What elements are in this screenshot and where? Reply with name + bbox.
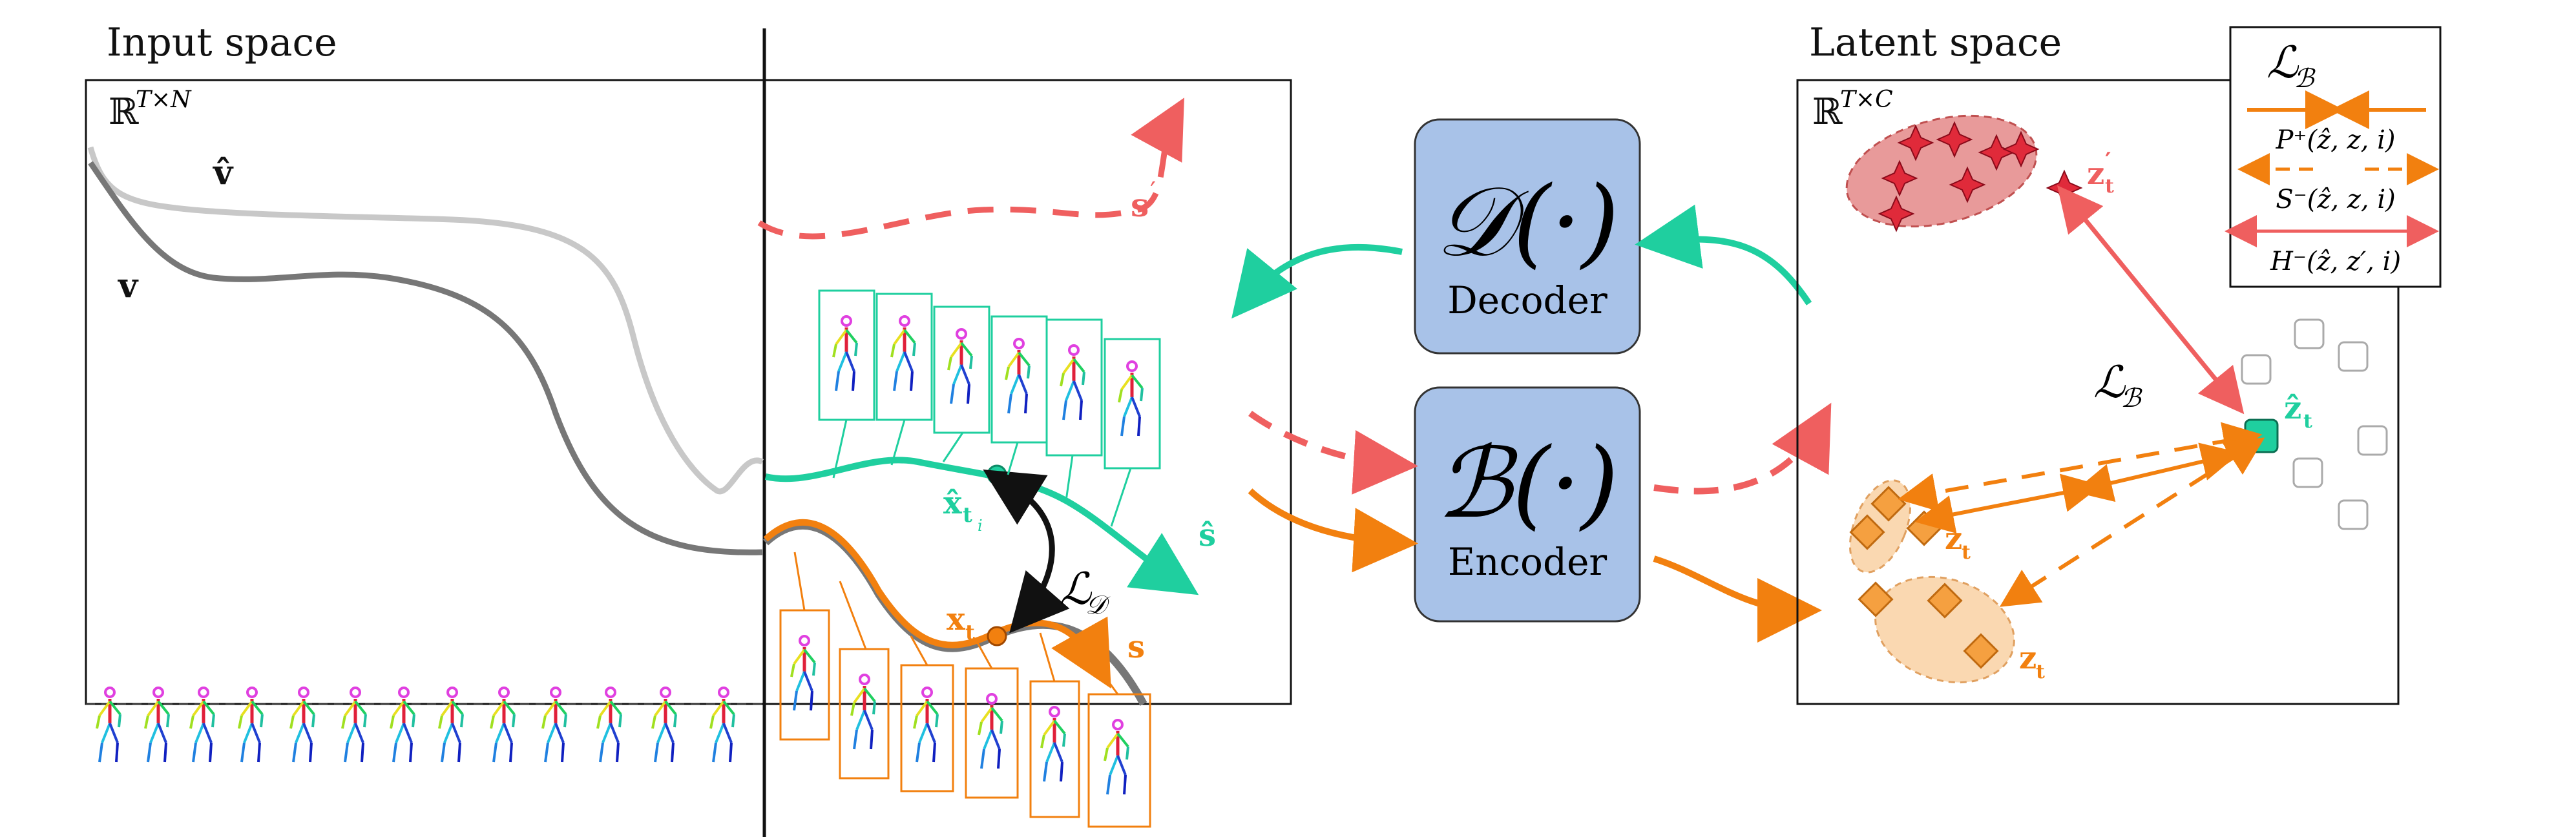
label-z-hat: ẑ t (2284, 390, 2312, 433)
svg-text:s: s (1131, 186, 1149, 224)
svg-text:t: t (1962, 541, 1971, 564)
svg-text:t: t (2036, 661, 2045, 683)
svg-text:i: i (978, 517, 983, 535)
arrow-decoder-to-input (1231, 243, 1403, 319)
label-s: s (1127, 629, 1145, 665)
svg-text:ℒ: ℒ (1060, 564, 1093, 615)
label-x-t: x t (947, 601, 975, 645)
label-v-hat: v̂ (213, 153, 234, 192)
pose-frames-decoded (818, 289, 1161, 527)
svg-text:𝒟: 𝒟 (1085, 590, 1111, 620)
pose-sequence-input (97, 688, 734, 762)
legend-title: ℒ ℬ (2267, 37, 2316, 94)
label-z-prime: z ′ t (2087, 148, 2114, 198)
svg-text:x: x (947, 601, 965, 637)
arrow-s-prime-to-encoder (1248, 410, 1418, 495)
latent-space-title: Latent space (1809, 20, 2062, 65)
svg-text:z: z (1945, 521, 1962, 557)
svg-text:ℝ: ℝ (109, 91, 140, 133)
svg-text:ℬ: ℬ (2120, 384, 2142, 413)
legend-row-push-dashed: S⁻(ẑ, z, i) (2237, 153, 2439, 214)
point-z-hat (2244, 418, 2279, 453)
svg-text:ℬ: ℬ (2294, 64, 2316, 94)
label-s-prime: s ′ (1131, 177, 1156, 224)
svg-text:t: t (2105, 175, 2114, 198)
svg-text:T×N: T×N (136, 87, 192, 113)
arrow-latent-to-decoder (1635, 204, 1812, 305)
encoder-symbol: ℬ(·) (1436, 428, 1619, 540)
legend-label-push-light: H⁻(ẑ, z′, i) (2270, 247, 2401, 276)
label-loss-d: ℒ 𝒟 (1060, 564, 1111, 620)
svg-text:z: z (2087, 156, 2104, 192)
svg-text:′: ′ (2105, 148, 2111, 175)
curve-s-prime (757, 98, 1184, 240)
svg-text:ẑ: ẑ (2284, 390, 2301, 426)
svg-text:t: t (965, 620, 975, 645)
arrow-s-to-encoder (1248, 488, 1418, 573)
svg-text:z: z (2019, 640, 2037, 676)
curve-s-hat (764, 457, 1199, 595)
label-z-t-j: z t (2019, 640, 2045, 683)
point-x-hat-t (987, 464, 1007, 485)
curve-v (88, 161, 763, 555)
input-domain-label: ℝ T×N (109, 87, 192, 133)
legend-label-pull: P⁺(ẑ, z, i) (2275, 125, 2395, 155)
pose-frames-encoded (779, 552, 1151, 828)
svg-text:′: ′ (1150, 177, 1156, 207)
svg-text:ℒ: ℒ (2093, 357, 2126, 408)
svg-text:ℝ: ℝ (1812, 91, 1843, 133)
pose-sequence-encoded (791, 636, 1128, 794)
svg-text:x̂: x̂ (943, 485, 962, 521)
decoder-label: Decoder (1447, 278, 1607, 322)
svg-text:ℒ: ℒ (2267, 37, 2299, 88)
arrow-encoder-to-latent (1653, 555, 1822, 643)
encoder-label: Encoder (1448, 540, 1607, 584)
latent-space-box (1796, 79, 2400, 705)
legend: ℒ ℬ P⁺(ẑ, z, i) S⁻(ẑ, z, i) H⁻(ẑ, z′, i) (2225, 26, 2442, 288)
decoder-block[interactable]: 𝒟(·) Decoder (1414, 118, 1641, 355)
arrow-encoder-to-latent-neg (1653, 402, 1832, 495)
label-x-hat-t: x̂ t i (943, 485, 983, 535)
curve-v-hat (87, 146, 764, 495)
positive-cluster-j (1874, 575, 2015, 684)
legend-row-pull: P⁺(ẑ, z, i) (2247, 90, 2426, 155)
svg-text:t: t (2303, 410, 2312, 433)
label-z-t-i: z t (1945, 521, 1971, 564)
svg-text:T×C: T×C (1840, 87, 1893, 113)
label-v: v (118, 266, 139, 305)
contrastive-arrows (1898, 422, 2265, 607)
loss-d-arrow (983, 469, 1070, 634)
label-loss-b: ℒ ℬ (2093, 357, 2142, 413)
positive-points (1849, 486, 1999, 669)
legend-row-push-light: H⁻(ẑ, z′, i) (2225, 215, 2439, 276)
encoder-block[interactable]: ℬ(·) Encoder (1414, 386, 1641, 623)
latent-domain-label: ℝ T×C (1812, 87, 1893, 133)
svg-text:t: t (963, 502, 972, 527)
link-z-hat-z-prime (2057, 185, 2245, 415)
point-x-t (987, 626, 1007, 646)
decoder-symbol: 𝒟(·) (1436, 166, 1619, 278)
input-space-title: Input space (107, 20, 337, 65)
input-space-box (85, 79, 1292, 705)
negative-cluster (1845, 114, 2038, 228)
legend-label-push-dashed: S⁻(ẑ, z, i) (2276, 185, 2396, 214)
label-s-hat: ŝ (1199, 517, 1216, 553)
pose-sequence-decoded (833, 316, 1142, 436)
negative-points (1878, 121, 2040, 232)
point-z-prime (2046, 169, 2083, 207)
other-latent-points (2241, 318, 2388, 530)
